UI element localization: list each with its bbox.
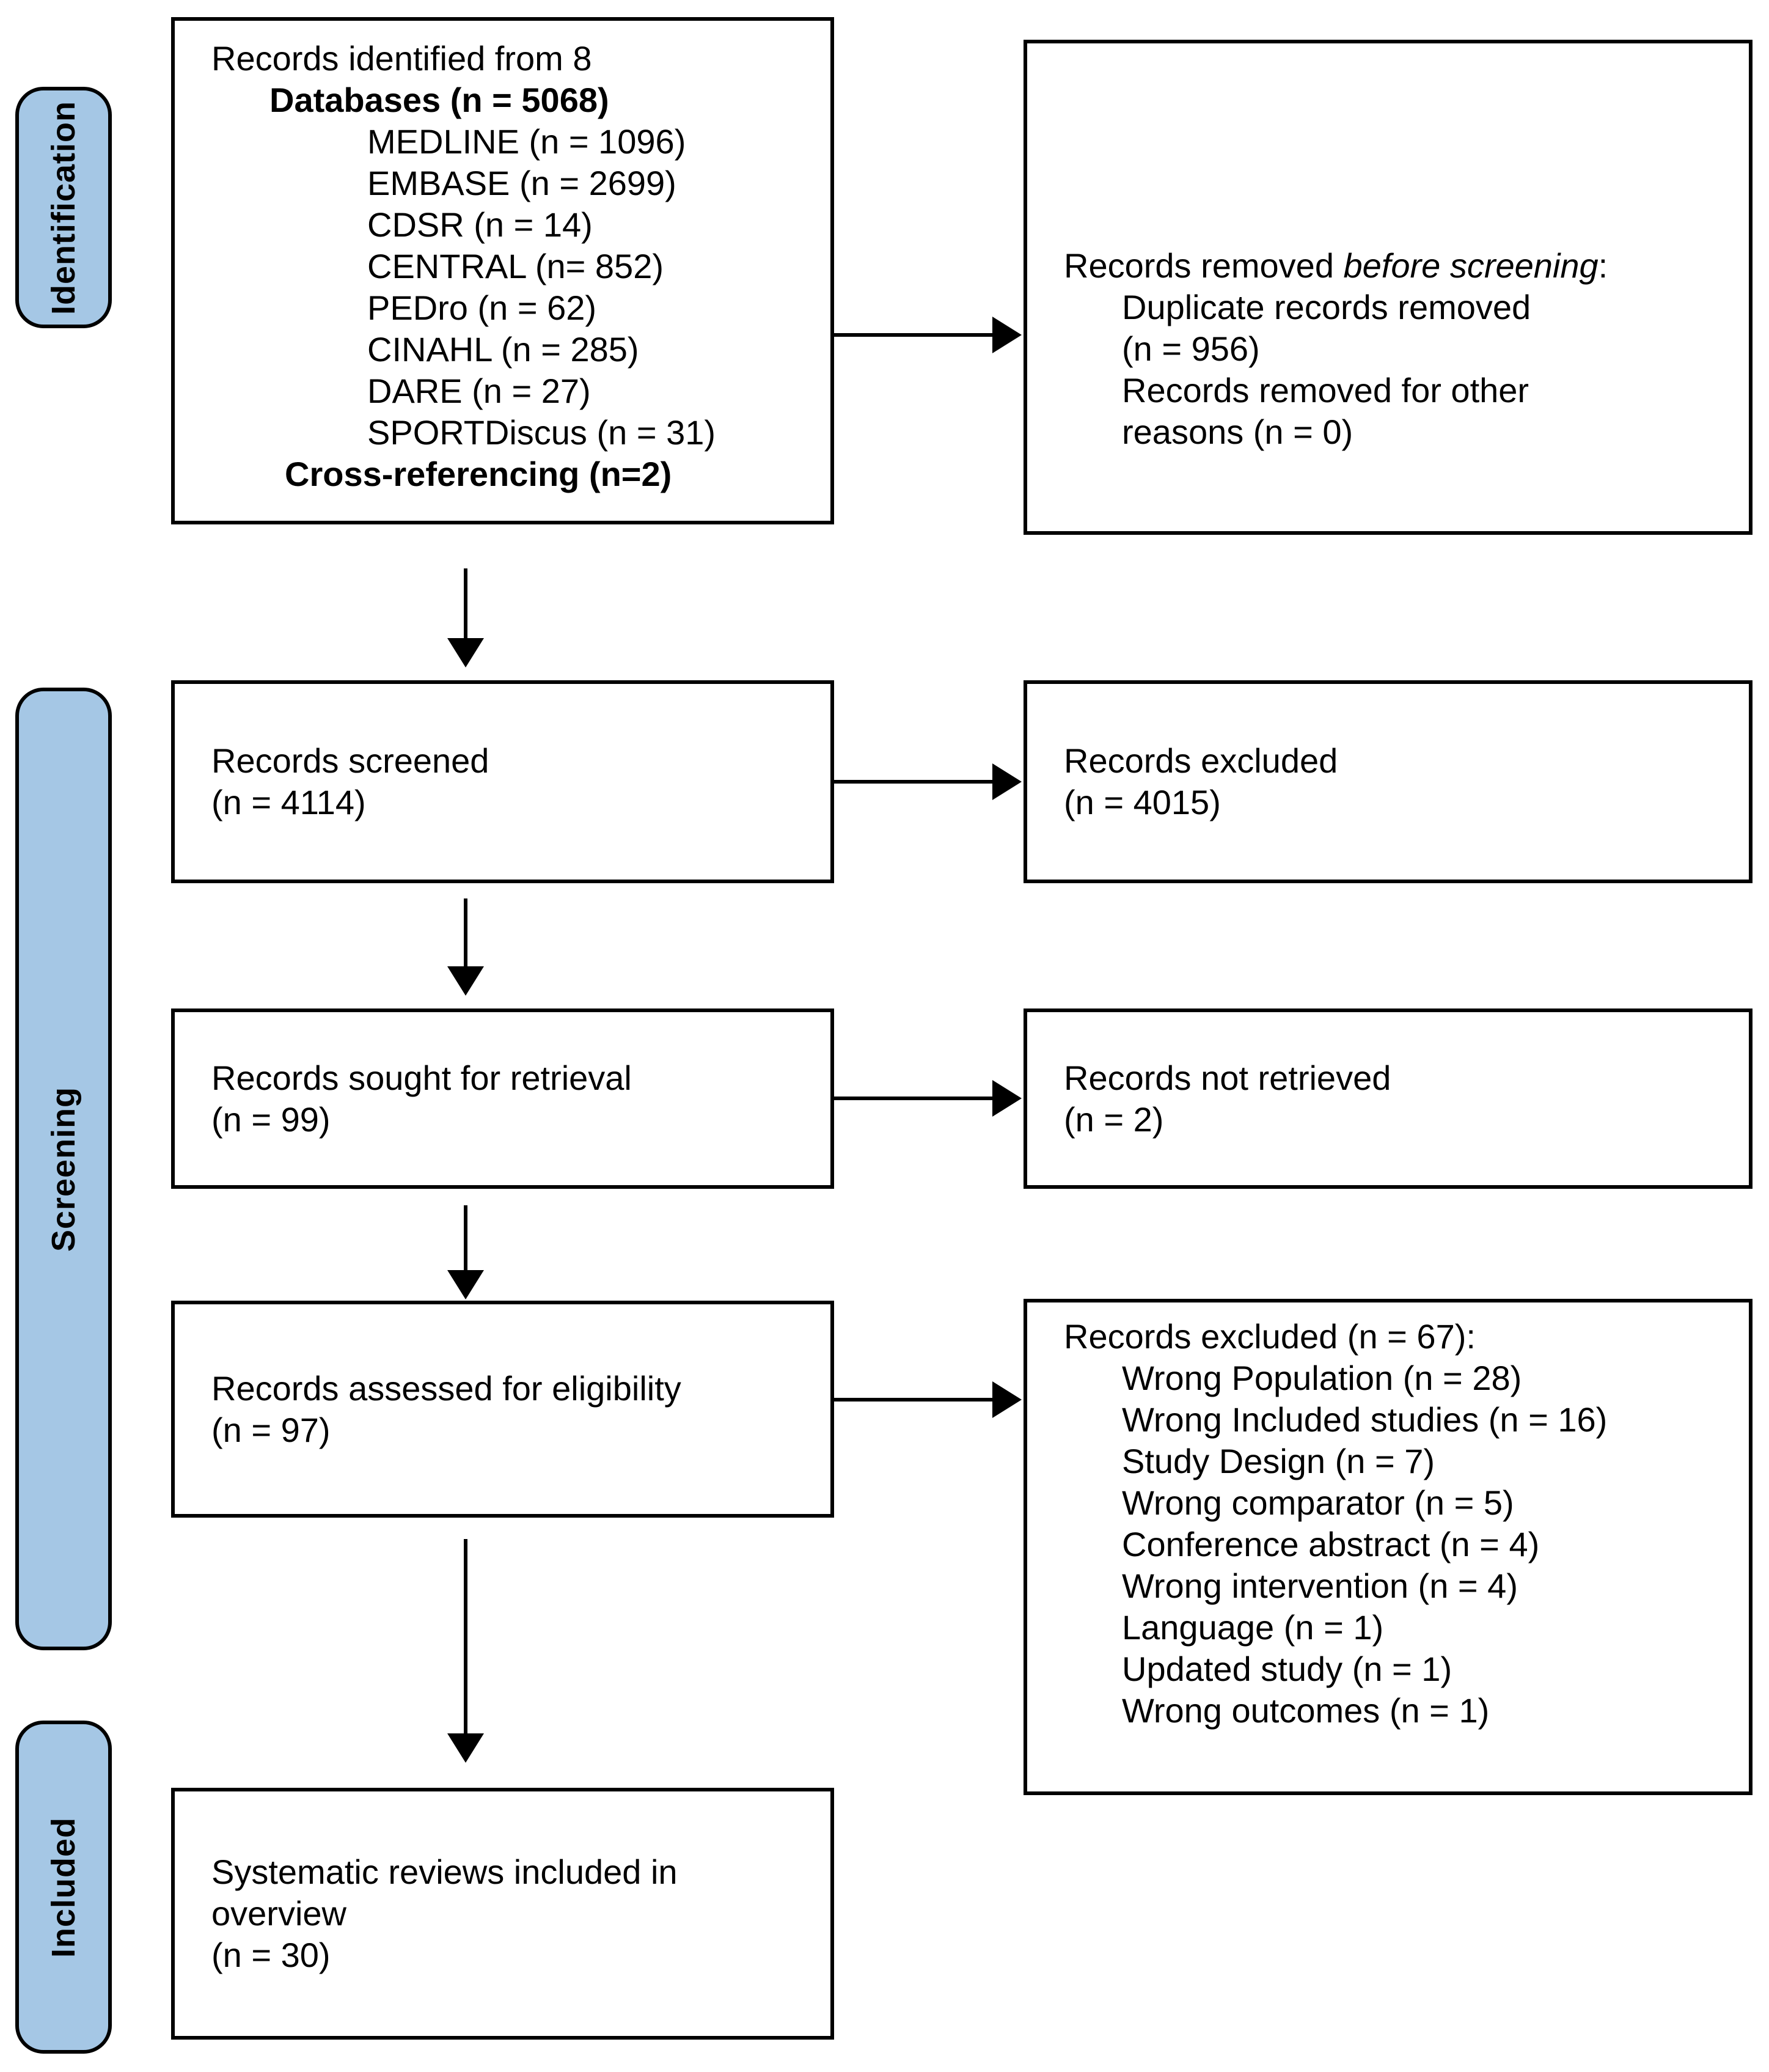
excluded-wrong-intervention: Wrong intervention (n = 4) (1122, 1567, 1518, 1605)
excluded-conference-abstract: Conference abstract (n = 4) (1122, 1525, 1540, 1563)
reviews-included-line2: overview (211, 1894, 346, 1933)
stage-identification-label: Identification (45, 100, 82, 315)
database-dare: DARE (n = 27) (367, 372, 591, 410)
records-assessed-line: Records assessed for eligibility (211, 1368, 681, 1408)
records-not-retrieved-line: Records not retrieved (1064, 1058, 1391, 1097)
excluded-eligibility-title: Records excluded (n = 67): (1064, 1317, 1476, 1356)
arrow-down-icon (447, 966, 484, 996)
duplicates-removed-count: (n = 956) (1122, 329, 1260, 368)
box-records-sought: Records sought for retrieval (n = 99) (171, 1008, 834, 1189)
stage-included: Included (15, 1721, 112, 2054)
database-sportdiscus: SPORTDiscus (n = 31) (367, 413, 716, 452)
box-records-excluded-eligibility: Records excluded (n = 67): Wrong Populat… (1024, 1299, 1753, 1795)
records-excluded-count: (n = 4015) (1064, 783, 1221, 821)
arrow-identified-to-screened-line (464, 568, 467, 641)
excluded-wrong-population: Wrong Population (n = 28) (1122, 1359, 1522, 1397)
records-screened-count: (n = 4114) (211, 783, 366, 821)
database-pedro: PEDro (n = 62) (367, 288, 597, 327)
stage-included-label: Included (45, 1817, 82, 1958)
box-records-assessed: Records assessed for eligibility (n = 97… (171, 1301, 834, 1518)
database-central: CENTRAL (n= 852) (367, 247, 664, 285)
records-identified-line: Records identified from 8 (211, 39, 592, 78)
reviews-included-line1: Systematic reviews included in (211, 1853, 678, 1891)
records-sought-line: Records sought for retrieval (211, 1058, 632, 1097)
records-sought-count: (n = 99) (211, 1100, 331, 1139)
records-removed-title-prefix: Records removed (1064, 246, 1344, 285)
cross-referencing-line: Cross-referencing (n=2) (285, 455, 672, 493)
arrow-down-icon (447, 1270, 484, 1299)
other-reasons-count: reasons (n = 0) (1122, 413, 1353, 451)
database-embase: EMBASE (n = 2699) (367, 164, 676, 202)
other-reasons-line: Records removed for other (1122, 371, 1529, 410)
records-assessed-count: (n = 97) (211, 1410, 331, 1449)
records-removed-title: Records removed before screening: (1064, 245, 1737, 287)
arrow-assessed-to-excluded-line (834, 1398, 994, 1402)
arrow-sought-to-assessed-line (464, 1205, 467, 1273)
records-not-retrieved-count: (n = 2) (1064, 1100, 1164, 1139)
arrow-down-icon (447, 638, 484, 667)
stage-identification: Identification (15, 87, 112, 328)
excluded-wrong-outcomes: Wrong outcomes (n = 1) (1122, 1691, 1490, 1730)
arrow-right-icon (992, 763, 1022, 800)
arrow-screened-to-sought-line (464, 898, 467, 969)
records-removed-title-italic: before screening (1343, 246, 1599, 285)
arrow-identified-to-removed-line (834, 333, 994, 337)
box-records-not-retrieved: Records not retrieved (n = 2) (1024, 1008, 1753, 1189)
excluded-study-design: Study Design (n = 7) (1122, 1442, 1435, 1480)
box-records-removed: Records removed before screening: Duplic… (1024, 40, 1753, 535)
box-records-identified: Records identified from 8 Databases (n =… (171, 17, 834, 524)
arrow-down-icon (447, 1733, 484, 1763)
reviews-included-count: (n = 30) (211, 1936, 331, 1974)
database-medline: MEDLINE (n = 1096) (367, 122, 686, 161)
stage-screening: Screening (15, 688, 112, 1650)
excluded-updated-study: Updated study (n = 1) (1122, 1650, 1452, 1688)
duplicates-removed-line: Duplicate records removed (1122, 288, 1531, 326)
box-records-screened: Records screened (n = 4114) (171, 680, 834, 883)
excluded-wrong-comparator: Wrong comparator (n = 5) (1122, 1483, 1514, 1522)
arrow-assessed-to-included-line (464, 1539, 467, 1736)
stage-screening-label: Screening (45, 1086, 82, 1252)
excluded-language: Language (n = 1) (1122, 1608, 1384, 1647)
arrow-right-icon (992, 317, 1022, 353)
arrow-screened-to-excluded-line (834, 780, 994, 784)
records-excluded-line: Records excluded (1064, 741, 1338, 780)
database-cinahl: CINAHL (n = 285) (367, 330, 639, 369)
arrow-right-icon (992, 1080, 1022, 1117)
database-cdsr: CDSR (n = 14) (367, 205, 593, 244)
box-reviews-included: Systematic reviews included in overview … (171, 1788, 834, 2040)
databases-total-line: Databases (n = 5068) (269, 81, 609, 119)
arrow-right-icon (992, 1381, 1022, 1418)
records-screened-line: Records screened (211, 741, 489, 780)
records-removed-title-suffix: : (1598, 246, 1608, 285)
arrow-sought-to-not-retrieved-line (834, 1097, 994, 1100)
excluded-wrong-included-studies: Wrong Included studies (n = 16) (1122, 1400, 1608, 1439)
box-records-excluded-screening: Records excluded (n = 4015) (1024, 680, 1753, 883)
